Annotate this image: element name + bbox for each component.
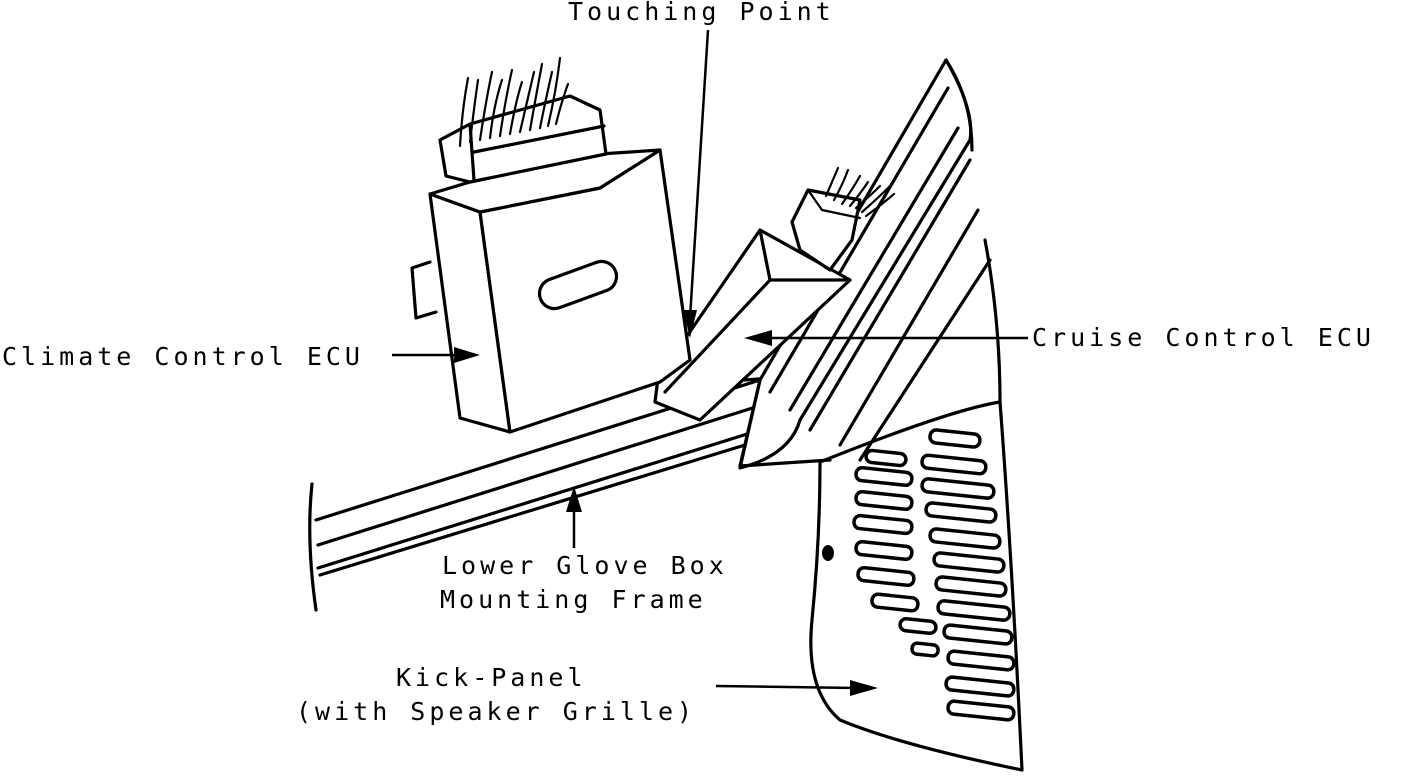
dash-bracket	[738, 58, 992, 470]
frame-label-line2: Mounting Frame	[440, 585, 707, 614]
label-climate-control-ecu: Climate Control ECU	[2, 342, 480, 371]
cruise-ecu-wires	[824, 166, 896, 218]
speaker-grille	[852, 428, 1016, 722]
kick-panel	[809, 238, 1024, 772]
climate-control-ecu-label: Climate Control ECU	[2, 342, 364, 371]
touching-point-label: Touching Point	[568, 0, 835, 26]
climate-control-ecu	[410, 56, 692, 434]
kick-panel-label-line2: (with Speaker Grille)	[296, 697, 696, 726]
label-lower-glove-box-frame: Lower Glove Box Mounting Frame	[440, 486, 728, 614]
cruise-control-ecu	[653, 166, 896, 422]
cruise-control-ecu-label: Cruise Control ECU	[1032, 323, 1375, 352]
label-cruise-control-ecu: Cruise Control ECU	[744, 323, 1375, 352]
climate-ecu-wires	[458, 56, 570, 148]
label-kick-panel: Kick-Panel (with Speaker Grille)	[296, 663, 878, 726]
frame-label-line1: Lower Glove Box	[442, 551, 728, 580]
label-touching-point: Touching Point	[568, 0, 835, 338]
kick-panel-label-line1: Kick-Panel	[396, 663, 587, 692]
